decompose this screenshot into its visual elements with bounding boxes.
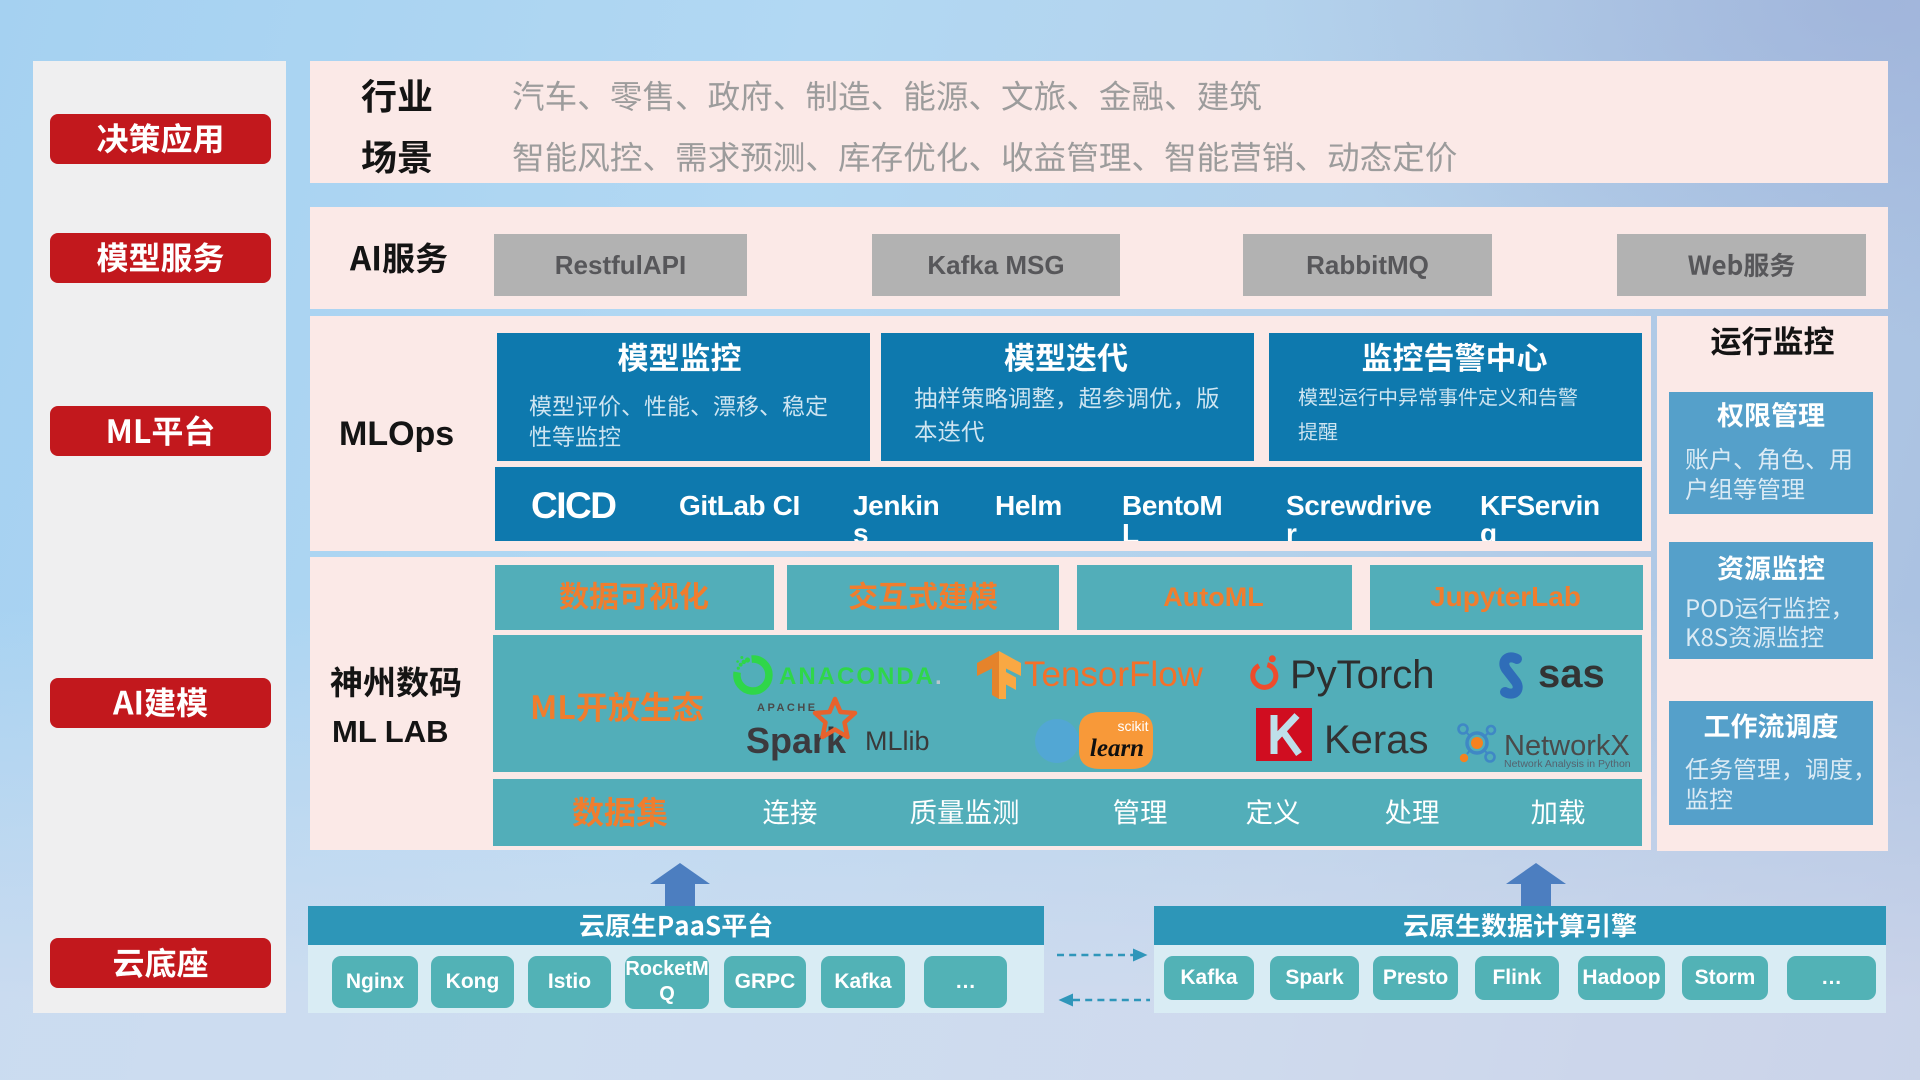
svg-text:scikit: scikit <box>1117 718 1148 734</box>
svg-text:learn: learn <box>1090 735 1144 762</box>
